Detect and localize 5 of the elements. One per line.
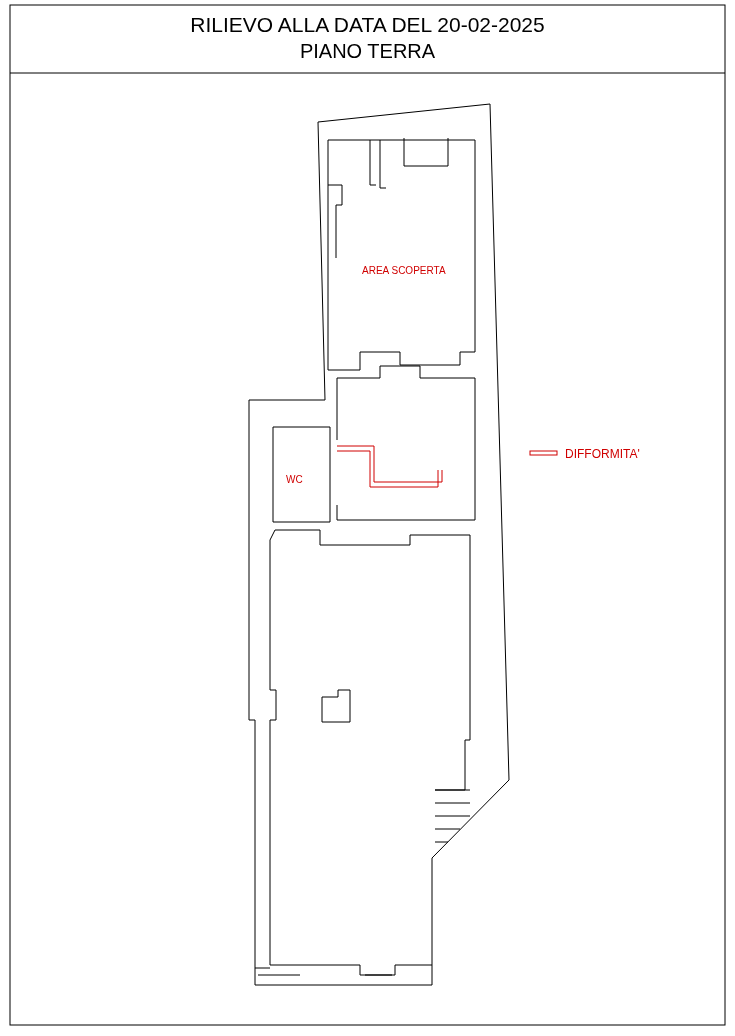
drawing-title: RILIEVO ALLA DATA DEL 20-02-2025 — [189, 14, 546, 35]
legend-text: DIFFORMITA' — [565, 448, 640, 460]
room-label: AREA SCOPERTA — [362, 266, 446, 276]
floor-name: PIANO TERRA — [298, 41, 437, 61]
room-label: WC — [286, 475, 303, 485]
